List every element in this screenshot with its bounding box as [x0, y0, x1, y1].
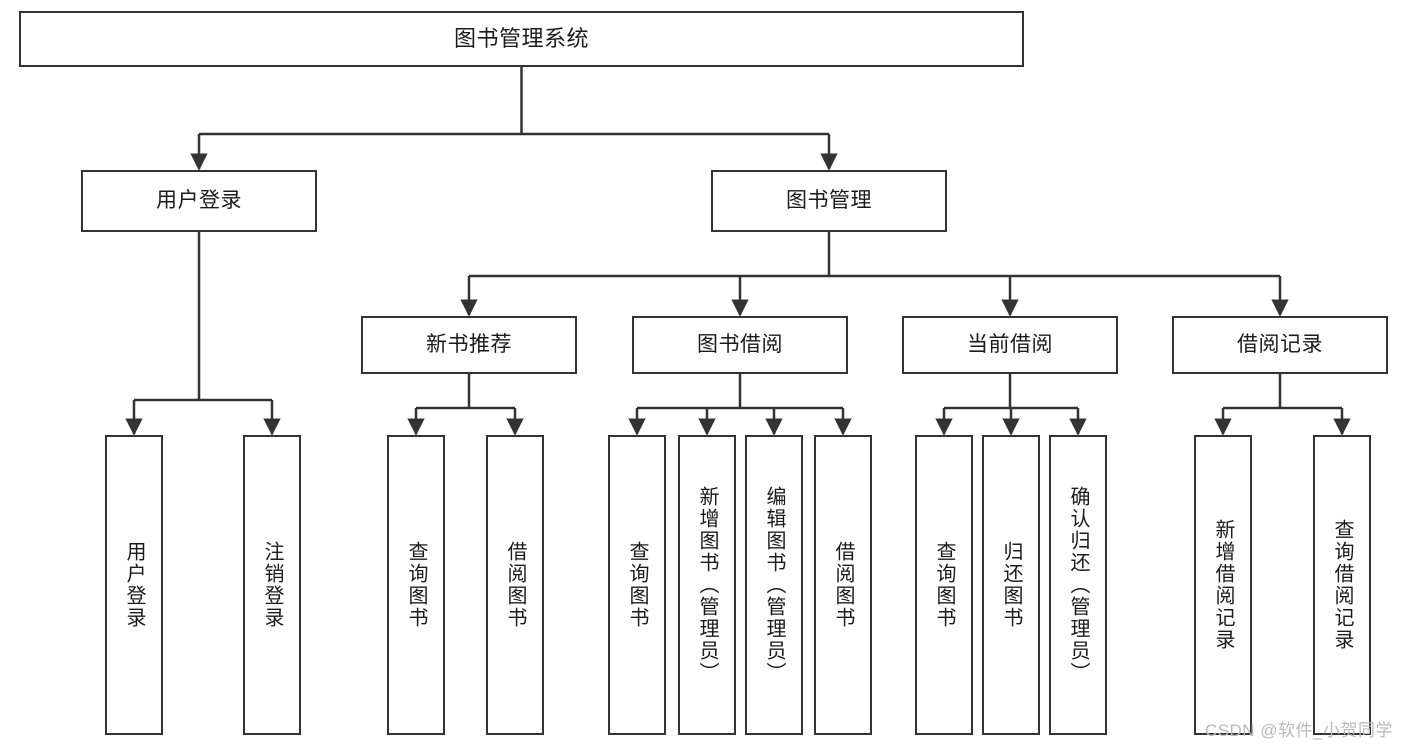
node-leaf-borrow-book-1[interactable]: 借阅图书: [486, 435, 544, 735]
node-current-borrow[interactable]: 当前借阅: [902, 316, 1118, 374]
node-new-book-rec[interactable]: 新书推荐: [361, 316, 577, 374]
node-label: 用户登录: [123, 541, 145, 629]
node-label: 查询图书: [933, 541, 955, 629]
node-leaf-confirm-return[interactable]: 确认归还（管理员）: [1049, 435, 1107, 735]
node-label: 图书借阅: [697, 333, 783, 357]
node-leaf-query-book-3[interactable]: 查询图书: [915, 435, 973, 735]
node-label: 图书管理: [786, 189, 872, 213]
node-label: 借阅图书: [832, 541, 854, 629]
node-label: 当前借阅: [967, 333, 1053, 357]
node-label: 新增图书（管理员）: [696, 486, 718, 684]
node-label: 注销登录: [261, 541, 283, 629]
node-label: 查询图书: [405, 541, 427, 629]
node-leaf-logout[interactable]: 注销登录: [243, 435, 301, 735]
node-leaf-add-record[interactable]: 新增借阅记录: [1194, 435, 1252, 735]
node-label: 图书管理系统: [453, 25, 589, 51]
node-label: 新增借阅记录: [1212, 519, 1234, 651]
node-leaf-return-book[interactable]: 归还图书: [982, 435, 1040, 735]
node-leaf-borrow-book-2[interactable]: 借阅图书: [814, 435, 872, 735]
node-label: 归还图书: [1000, 541, 1022, 629]
node-label: 编辑图书（管理员）: [763, 486, 785, 684]
node-label: 新书推荐: [426, 333, 512, 357]
node-book-manage[interactable]: 图书管理: [711, 170, 947, 232]
node-leaf-add-book[interactable]: 新增图书（管理员）: [678, 435, 736, 735]
node-leaf-query-record[interactable]: 查询借阅记录: [1313, 435, 1371, 735]
node-label: 查询借阅记录: [1331, 519, 1353, 651]
node-leaf-user-login[interactable]: 用户登录: [105, 435, 163, 735]
node-borrow-record[interactable]: 借阅记录: [1172, 316, 1388, 374]
node-leaf-query-book-1[interactable]: 查询图书: [387, 435, 445, 735]
node-user-login[interactable]: 用户登录: [81, 170, 317, 232]
node-label: 用户登录: [156, 189, 242, 213]
node-label: 借阅记录: [1237, 333, 1323, 357]
node-label: 确认归还（管理员）: [1067, 486, 1089, 684]
node-root[interactable]: 图书管理系统: [19, 11, 1024, 67]
node-label: 借阅图书: [504, 541, 526, 629]
node-label: 查询图书: [626, 541, 648, 629]
node-leaf-edit-book[interactable]: 编辑图书（管理员）: [745, 435, 803, 735]
node-leaf-query-book-2[interactable]: 查询图书: [608, 435, 666, 735]
node-book-borrow[interactable]: 图书借阅: [632, 316, 848, 374]
